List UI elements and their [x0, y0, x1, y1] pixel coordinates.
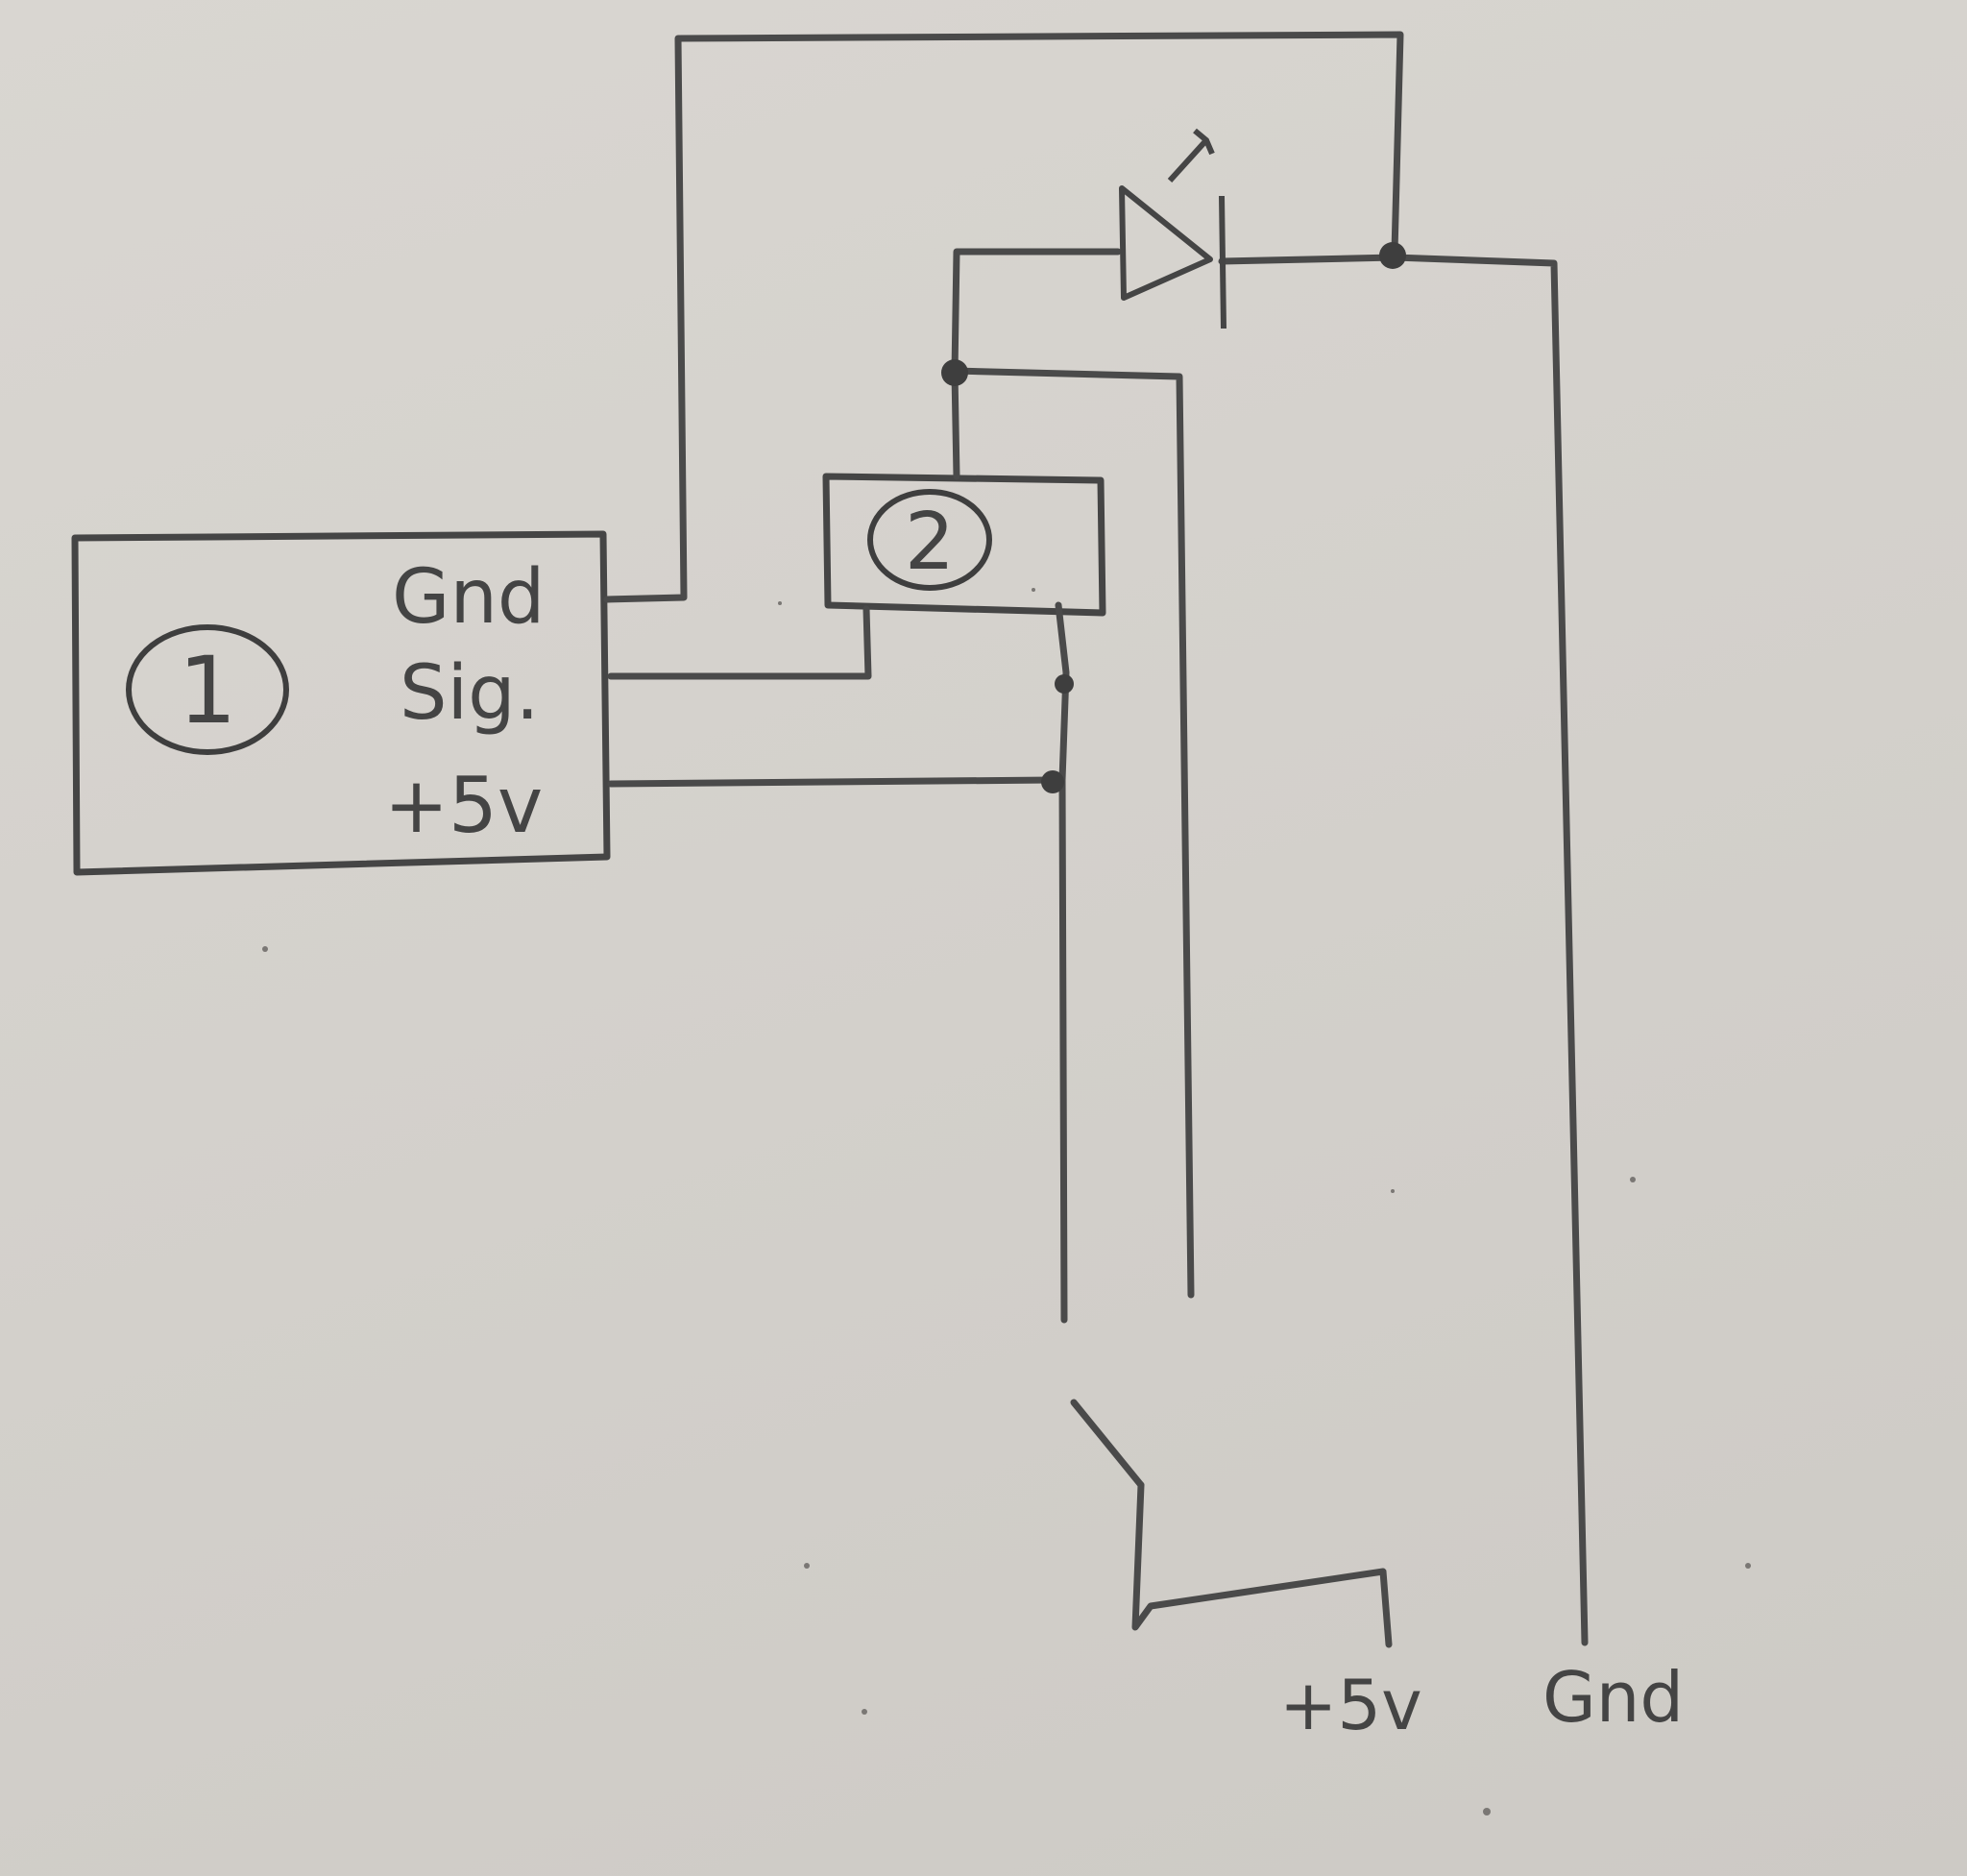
junction-dot	[1041, 770, 1064, 793]
module-1-box	[71, 530, 611, 876]
junction-dot	[1055, 674, 1074, 694]
wire-switch-to-vcc	[1131, 1481, 1393, 1648]
junction-dot	[941, 359, 968, 386]
module-2-box	[822, 473, 1106, 617]
module-1-number-circle	[126, 624, 289, 755]
paper-specks	[262, 588, 1751, 1815]
wire-junction-down	[951, 367, 1195, 1299]
terminal-label-gnd: Gnd	[1542, 1657, 1684, 1738]
wire-to-diode	[951, 248, 1122, 377]
module-2-number-circle	[867, 489, 992, 591]
module-2-number: 2	[905, 497, 955, 588]
led-icon	[1119, 128, 1226, 329]
wire-gnd-right	[1391, 254, 1589, 1646]
wire-module2-top	[951, 369, 960, 480]
pin-label-sig: Sig.	[400, 650, 540, 737]
wire-gnd-top-loop	[603, 31, 1404, 603]
wire-sig	[607, 605, 872, 680]
terminal-label-vcc: +5v	[1279, 1665, 1422, 1745]
module-1-number: 1	[178, 637, 236, 744]
pin-label-gnd: Gnd	[392, 554, 545, 641]
switch-lever	[1070, 1399, 1145, 1489]
wire-diode-cathode	[1218, 254, 1398, 265]
pin-label-vcc: +5v	[384, 761, 543, 850]
wire-vcc	[607, 776, 1056, 788]
wire-module2-vertical	[1055, 601, 1070, 1324]
junction-dot	[1379, 242, 1406, 269]
